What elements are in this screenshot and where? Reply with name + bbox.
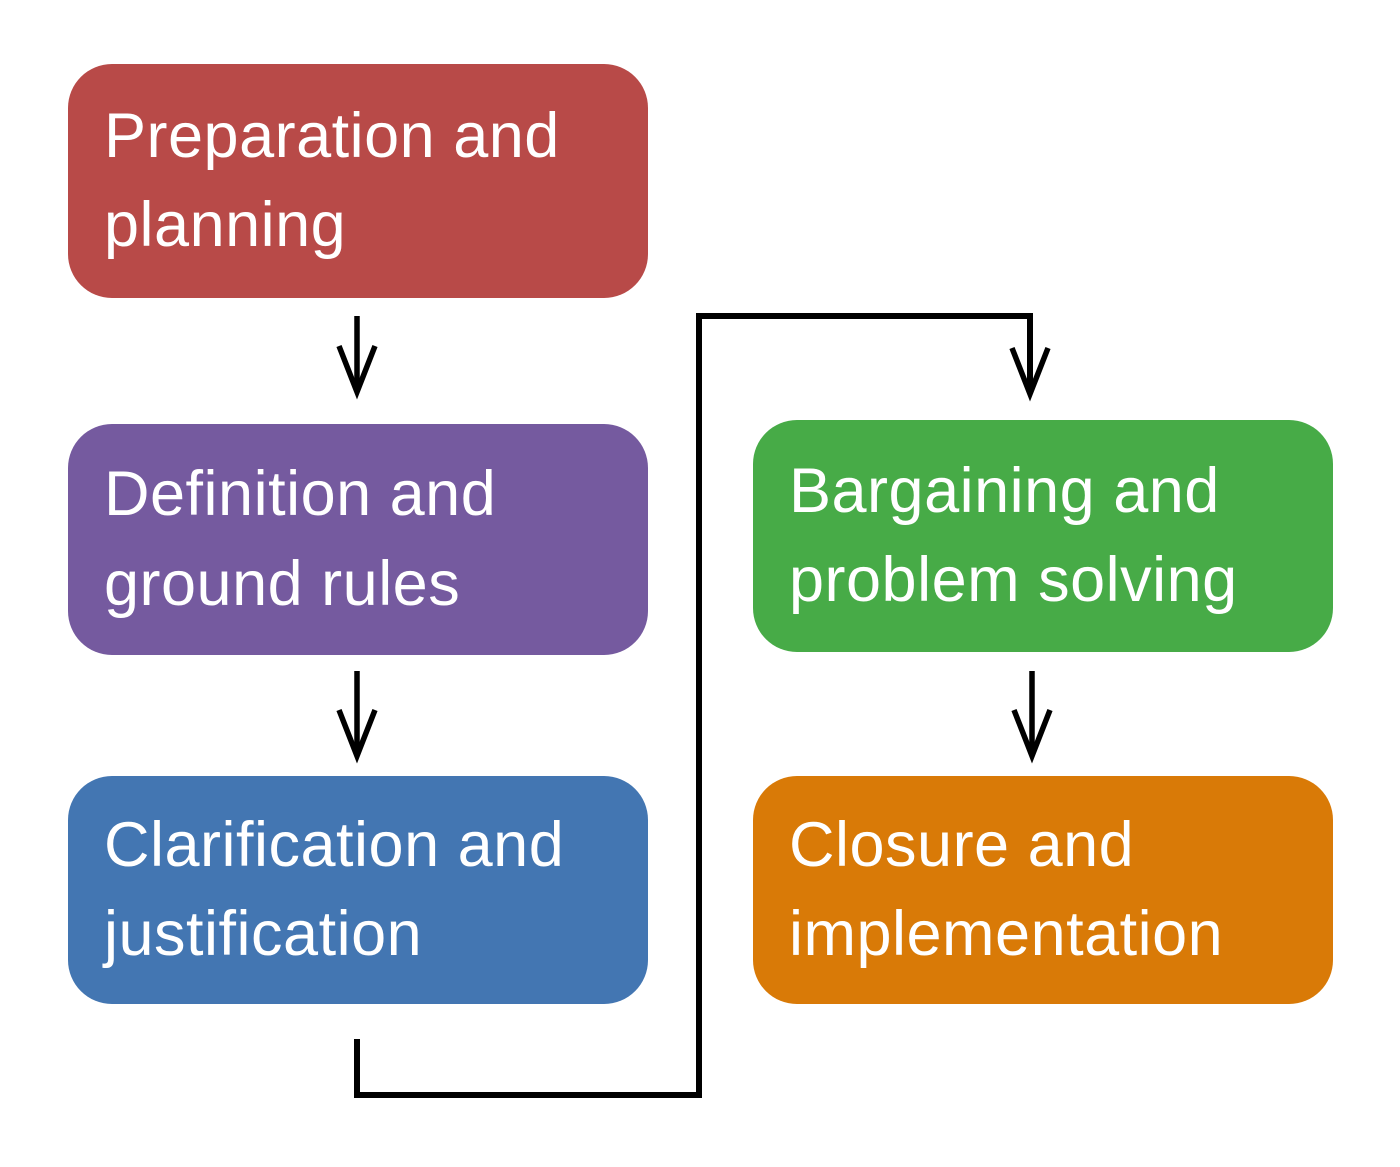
arrow-preparation-to-definition bbox=[336, 316, 378, 400]
node-bargaining-and-problem-solving: Bargaining and problem solving bbox=[753, 420, 1333, 652]
arrow-definition-to-clarification bbox=[336, 671, 378, 764]
node-label: Closure and implementation bbox=[789, 809, 1224, 969]
node-closure-and-implementation: Closure and implementation bbox=[753, 776, 1333, 1004]
arrow-head-icon bbox=[1011, 708, 1053, 764]
arrow-bargaining-to-closure bbox=[1011, 671, 1053, 764]
node-preparation-and-planning: Preparation and planning bbox=[68, 64, 648, 298]
node-label: Clarification and justification bbox=[104, 809, 565, 969]
node-label: Definition and ground rules bbox=[104, 459, 497, 619]
node-definition-and-ground-rules: Definition and ground rules bbox=[68, 424, 648, 655]
arrow-head-icon bbox=[336, 708, 378, 764]
arrow-head-icon bbox=[1009, 346, 1051, 402]
node-label: Preparation and planning bbox=[104, 100, 560, 260]
arrow-head-icon bbox=[336, 344, 378, 400]
node-clarification-and-justification: Clarification and justification bbox=[68, 776, 648, 1004]
node-label: Bargaining and problem solving bbox=[789, 455, 1238, 615]
